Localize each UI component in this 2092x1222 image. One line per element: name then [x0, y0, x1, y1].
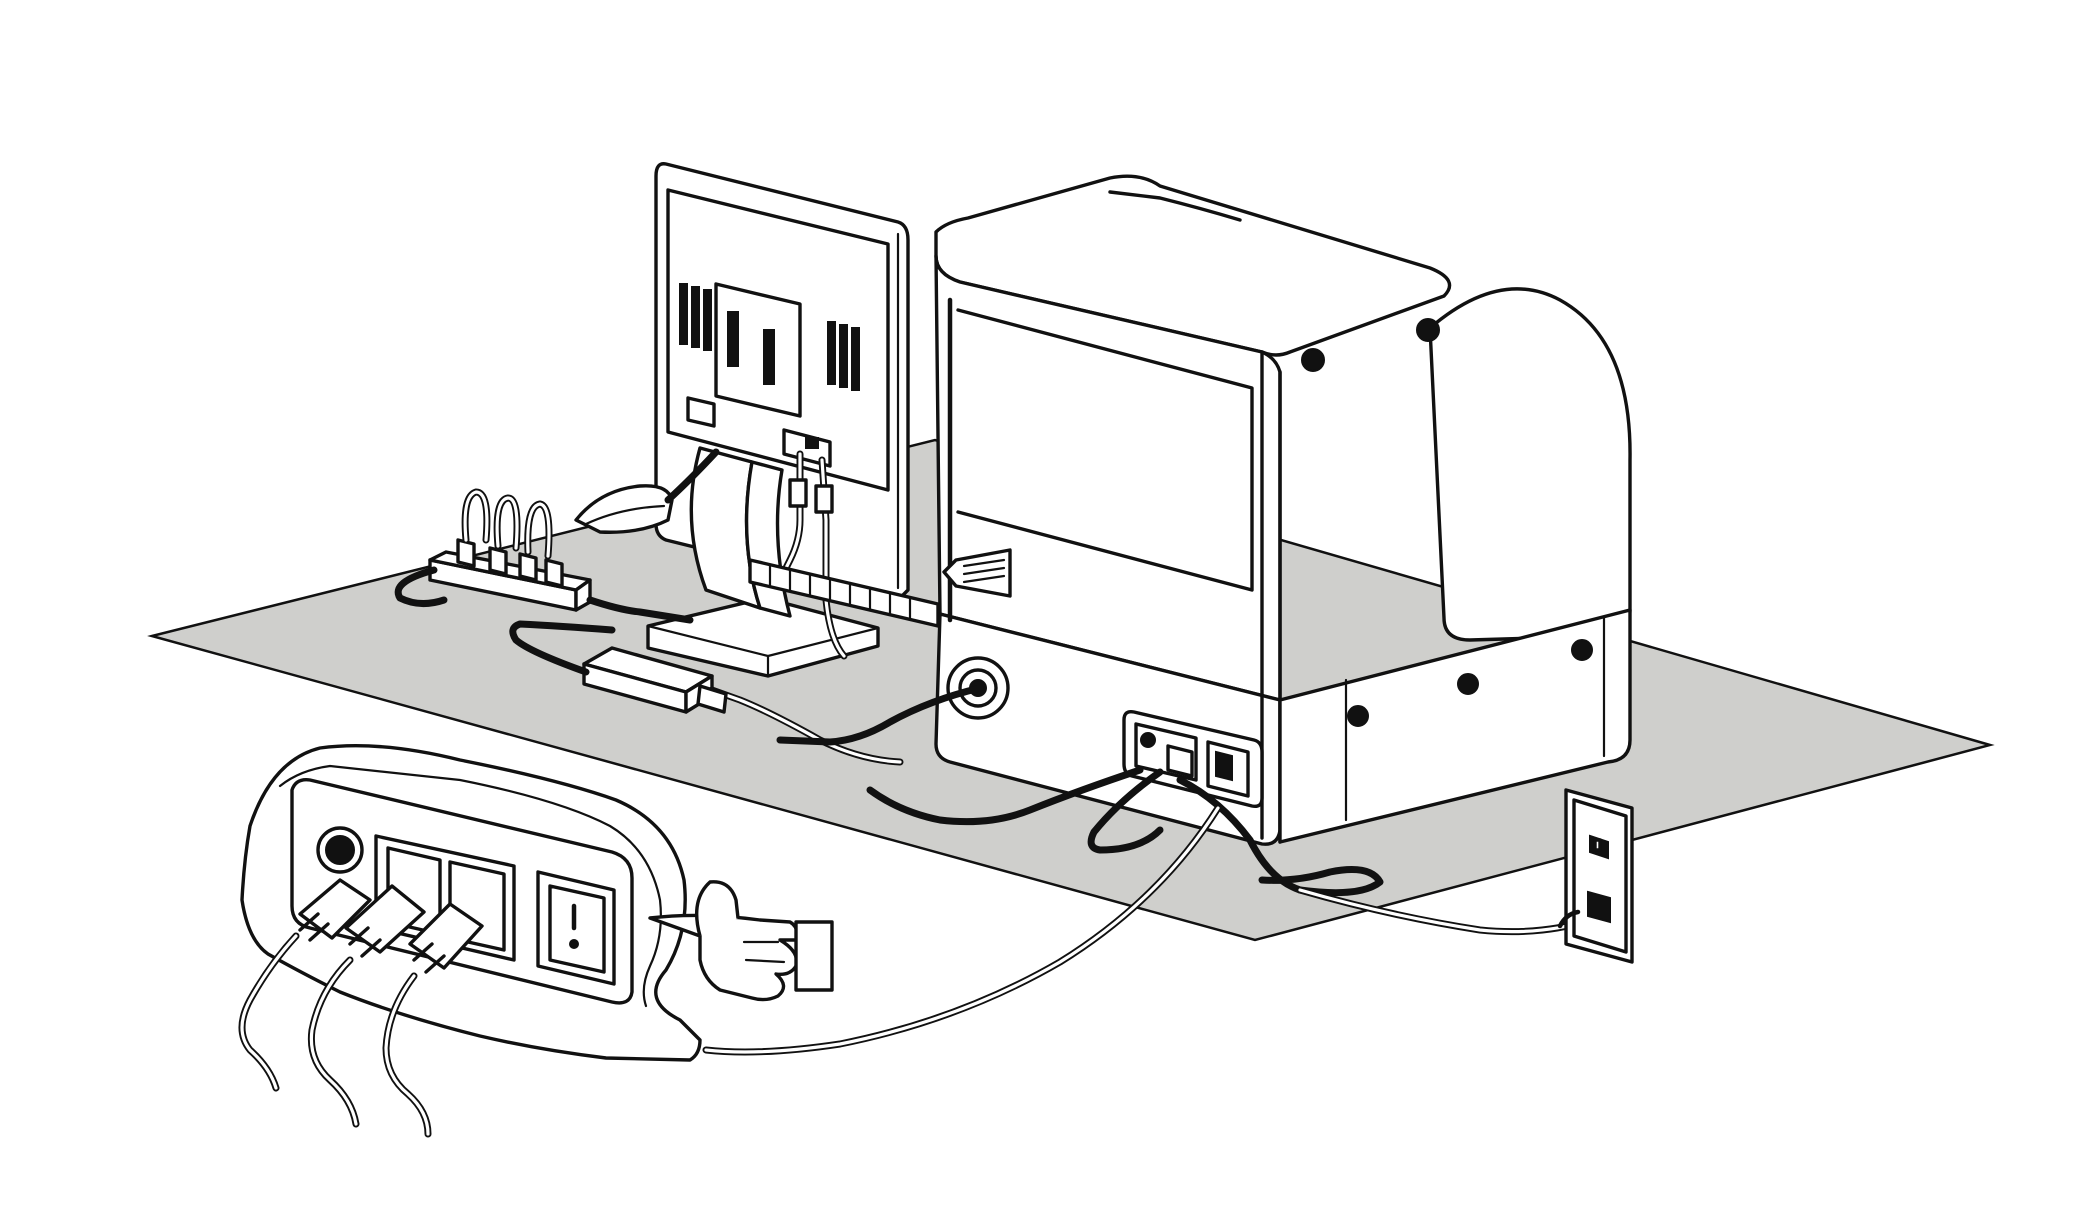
mouse-icon [574, 448, 720, 534]
cable-bundle [702, 684, 1594, 1056]
pointing-hand-icon [648, 880, 834, 1002]
monitor-port-left [686, 396, 716, 428]
device-enclosure-icon [934, 174, 1632, 846]
monitor-vent-right [827, 321, 860, 391]
power-strip-icon [394, 488, 694, 624]
callout-detail [238, 744, 702, 1138]
wall-outlet-icon [1557, 788, 1634, 964]
enclosure-side [1428, 287, 1632, 642]
monitor-vent-left [679, 283, 712, 351]
monitor-rear-icon [646, 162, 940, 678]
power-switch-icon [536, 870, 616, 986]
